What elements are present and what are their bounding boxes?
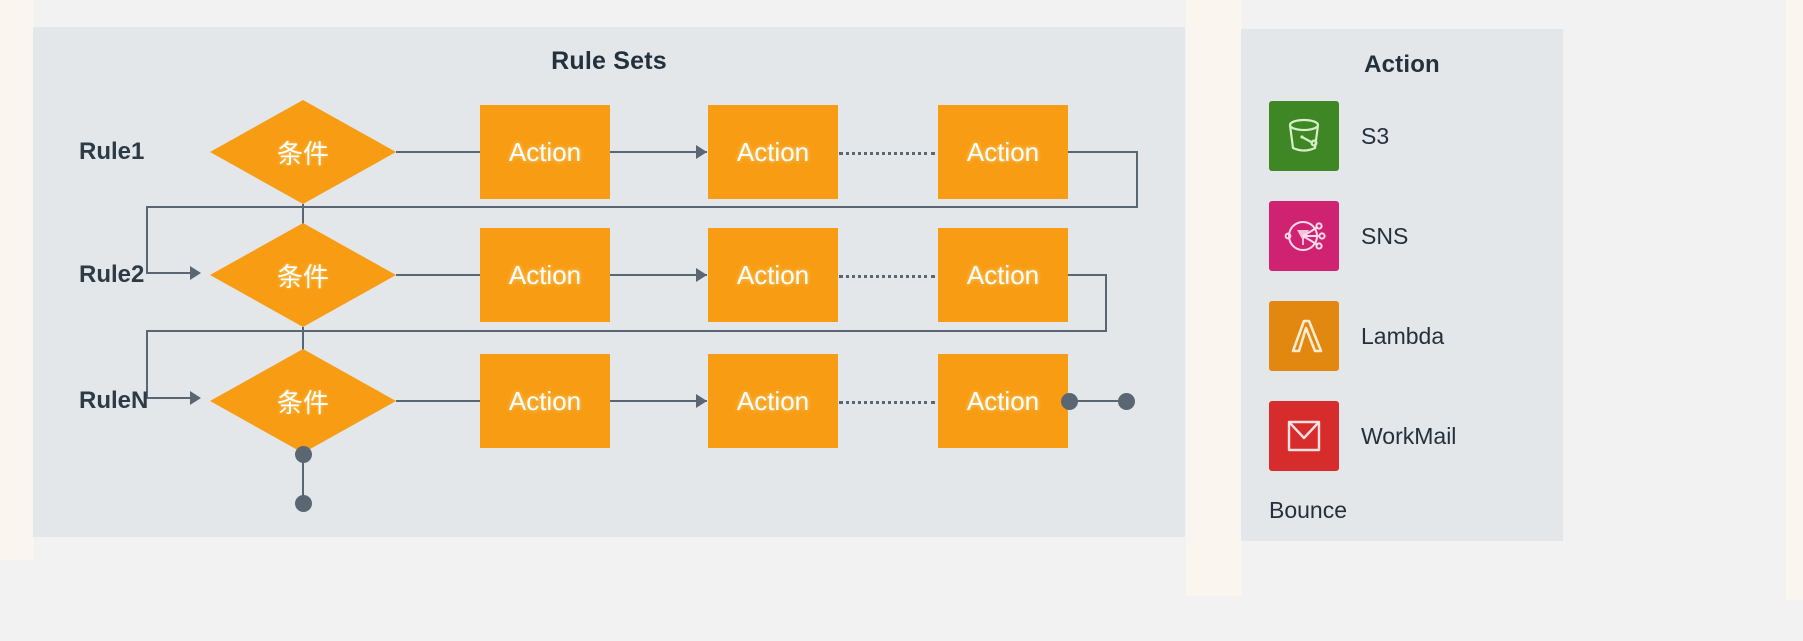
rule-label-rulen: RuleN bbox=[79, 387, 149, 414]
loopback-rule1-down-segment bbox=[1136, 151, 1138, 208]
arrow-head-icon bbox=[190, 391, 201, 405]
loopback-rule2-right-segment bbox=[1068, 274, 1107, 276]
loopback-rule1-into-rule2-segment bbox=[146, 272, 194, 274]
connector-rule2-to-rulen-vertical bbox=[302, 327, 304, 365]
connector-rulen-action1-to-action2 bbox=[610, 400, 707, 402]
background-band-left bbox=[0, 0, 34, 560]
condition-diamond-rule2[interactable]: 条件 bbox=[210, 223, 396, 327]
loopback-rule1-right-segment bbox=[1068, 151, 1138, 153]
condition-label: 条件 bbox=[276, 139, 329, 170]
legend-item-workmail[interactable]: WorkMail bbox=[1269, 401, 1456, 471]
condition-diamond-rulen[interactable]: 条件 bbox=[210, 349, 396, 453]
legend-item-sns[interactable]: SNS bbox=[1269, 201, 1408, 271]
rule-sets-panel: Rule Sets Rule1 条件 Action Action Action … bbox=[33, 27, 1185, 537]
action-box-rule2-1[interactable]: Action bbox=[480, 228, 610, 322]
condition-label: 条件 bbox=[276, 388, 329, 419]
loopback-rule2-across-segment bbox=[146, 330, 1107, 332]
action-box-rule2-3[interactable]: Action bbox=[938, 228, 1068, 322]
continuation-dot-top bbox=[295, 446, 312, 463]
action-legend-panel: Action S3 bbox=[1241, 29, 1563, 541]
loopback-rule2-into-rulen-segment bbox=[146, 397, 194, 399]
condition-diamond-rule1[interactable]: 条件 bbox=[210, 100, 396, 204]
rule-label-rule2: Rule2 bbox=[79, 261, 145, 288]
action-box-rule2-2[interactable]: Action bbox=[708, 228, 838, 322]
connector-rulen-action2-to-action3-dotted bbox=[839, 401, 935, 404]
connector-rule1-action2-to-action3-dotted bbox=[839, 152, 935, 155]
action-box-rule1-3[interactable]: Action bbox=[938, 105, 1068, 199]
action-box-rulen-1[interactable]: Action bbox=[480, 354, 610, 448]
connector-rulen-diamond-to-action1 bbox=[396, 400, 501, 402]
connector-rule1-action1-to-action2 bbox=[610, 151, 707, 153]
terminal-dot-start bbox=[1061, 393, 1078, 410]
legend-title: Action bbox=[1364, 51, 1440, 78]
action-box-rulen-2[interactable]: Action bbox=[708, 354, 838, 448]
action-box-rulen-3[interactable]: Action bbox=[938, 354, 1068, 448]
terminal-connector-rulen-vertical bbox=[302, 454, 304, 502]
sns-icon bbox=[1269, 201, 1339, 271]
rule-label-rule1: Rule1 bbox=[79, 138, 145, 165]
workmail-icon bbox=[1269, 401, 1339, 471]
connector-rule2-action1-to-action2 bbox=[610, 274, 707, 276]
arrow-head-icon bbox=[696, 145, 707, 159]
connector-rule2-action2-to-action3-dotted bbox=[839, 275, 935, 278]
arrow-head-icon bbox=[190, 266, 201, 280]
terminal-connector-rulen-horizontal bbox=[1069, 400, 1127, 402]
legend-label-sns: SNS bbox=[1361, 222, 1409, 249]
legend-label-workmail: WorkMail bbox=[1361, 422, 1457, 449]
condition-label: 条件 bbox=[276, 262, 329, 293]
legend-item-lambda[interactable]: Lambda bbox=[1269, 301, 1444, 371]
loopback-rule2-down-segment bbox=[1105, 274, 1107, 332]
lambda-icon bbox=[1269, 301, 1339, 371]
legend-footer-bounce: Bounce bbox=[1269, 497, 1348, 523]
background-band-right bbox=[1786, 0, 1803, 600]
rule-sets-title: Rule Sets bbox=[551, 47, 667, 75]
s3-bucket-icon bbox=[1269, 101, 1339, 171]
arrow-head-icon bbox=[696, 268, 707, 282]
loopback-rule1-across-segment bbox=[146, 206, 1138, 208]
terminal-dot-end bbox=[1118, 393, 1135, 410]
connector-rule1-diamond-to-action1 bbox=[396, 151, 501, 153]
legend-label-lambda: Lambda bbox=[1361, 322, 1445, 349]
action-box-rule1-1[interactable]: Action bbox=[480, 105, 610, 199]
background-band-middle bbox=[1186, 0, 1242, 596]
legend-label-s3: S3 bbox=[1361, 122, 1390, 149]
arrow-head-icon bbox=[696, 394, 707, 408]
loopback-rule2-left-down-segment bbox=[146, 330, 148, 398]
continuation-dot-bottom bbox=[295, 495, 312, 512]
loopback-rule1-left-down-segment bbox=[146, 206, 148, 273]
legend-item-s3[interactable]: S3 bbox=[1269, 101, 1389, 171]
action-box-rule1-2[interactable]: Action bbox=[708, 105, 838, 199]
connector-rule2-diamond-to-action1 bbox=[396, 274, 501, 276]
